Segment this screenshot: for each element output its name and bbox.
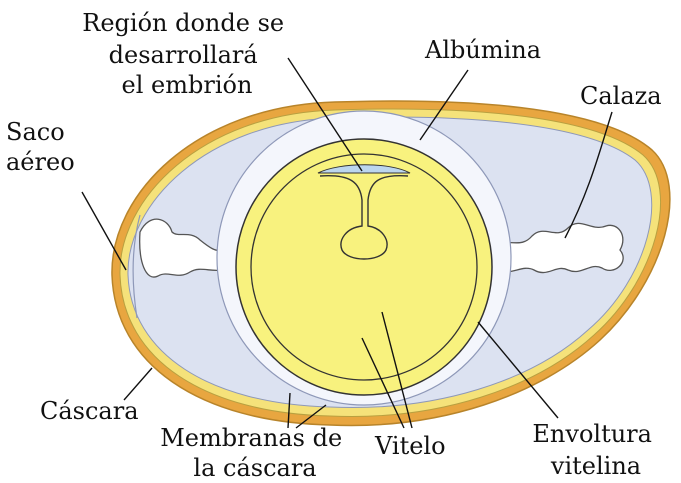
- label-envoltura: Envoltura vitelina: [532, 420, 659, 480]
- label-saco-aereo: Saco aéreo: [6, 118, 75, 176]
- label-albumina: Albúmina: [424, 36, 541, 64]
- label-cascara: Cáscara: [40, 397, 139, 425]
- yolk: [236, 139, 492, 395]
- label-calaza: Calaza: [580, 82, 662, 110]
- label-embryo-region: Región donde se desarrollará el embrión: [82, 9, 291, 99]
- yolk-group: [217, 111, 511, 405]
- leader-cascara: [124, 368, 152, 400]
- label-vitelo: Vitelo: [374, 432, 446, 460]
- label-membranas: Membranas de la cáscara: [160, 424, 350, 482]
